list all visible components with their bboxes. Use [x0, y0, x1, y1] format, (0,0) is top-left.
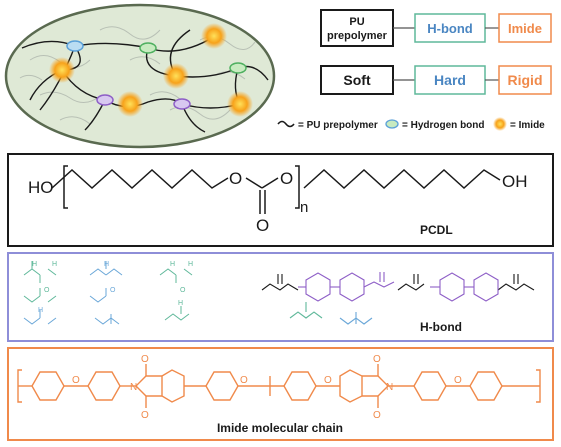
legend-pu-label-2: prepolymer	[327, 30, 388, 42]
svg-text:O: O	[180, 287, 186, 294]
imide-key-icon	[493, 117, 507, 131]
svg-text:N: N	[386, 382, 393, 393]
pcdl-o2-label: O	[280, 169, 293, 188]
legend-rigid-label: Rigid	[508, 72, 543, 88]
pcdl-structure	[51, 165, 501, 214]
symbol-key: = PU prepolymer = Hydrogen bond = Imide	[277, 117, 545, 131]
svg-text:O: O	[141, 410, 149, 421]
legend-pu-label-1: PU	[349, 16, 364, 28]
svg-text:O: O	[240, 375, 248, 386]
imide-title: Imide molecular chain	[217, 421, 343, 435]
svg-text:H: H	[188, 261, 193, 268]
polymer-network-schematic	[4, 3, 276, 149]
key-hbond-label: = Hydrogen bond	[402, 120, 485, 131]
pcdl-oh-label: OH	[502, 172, 528, 191]
hbond-motifs	[23, 261, 193, 325]
hbond-title: H-bond	[420, 320, 462, 334]
pu-prepolymer-icon	[277, 120, 295, 128]
imide-structure	[17, 364, 541, 408]
legend-chain-row1: PU prepolymer H-bond Imide	[320, 9, 552, 47]
svg-text:H: H	[178, 300, 183, 307]
svg-text:O: O	[324, 375, 332, 386]
svg-text:O: O	[72, 375, 80, 386]
svg-text:O: O	[373, 410, 381, 421]
imide-glow-icon	[49, 23, 253, 117]
key-pu-label: = PU prepolymer	[298, 120, 378, 131]
pcdl-o1-label: O	[229, 169, 242, 188]
svg-text:H: H	[104, 261, 109, 268]
legend-hbond-label: H-bond	[427, 21, 473, 36]
svg-text:H: H	[170, 261, 175, 268]
legend-soft-label: Soft	[343, 72, 371, 88]
pcdl-ho-label: HO	[28, 178, 54, 197]
svg-text:O: O	[44, 287, 50, 294]
svg-text:H: H	[52, 261, 57, 268]
svg-text:H: H	[32, 261, 37, 268]
hydrogen-bond-key-icon	[385, 119, 399, 129]
svg-text:O: O	[110, 287, 116, 294]
legend-hard-label: Hard	[434, 72, 466, 88]
svg-text:O: O	[373, 354, 381, 365]
imide-panel: O O O N O O O O N O Imide molecular chai…	[7, 347, 554, 441]
pcdl-name: PCDL	[420, 223, 453, 237]
legend-imide-label: Imide	[508, 21, 542, 36]
legend-chain-row2: Soft Hard Rigid	[320, 65, 552, 95]
key-imide-label: = Imide	[510, 120, 545, 131]
svg-text:O: O	[454, 375, 462, 386]
pcdl-o3-label: O	[256, 216, 269, 235]
hydrogen-bond-icon	[66, 40, 247, 110]
svg-text:H: H	[38, 307, 43, 314]
pcdl-panel: HO O O O n OH PCDL	[7, 153, 554, 247]
svg-text:O: O	[141, 354, 149, 365]
urea-bipyridine-chains	[261, 272, 535, 325]
pcdl-n-label: n	[300, 199, 308, 216]
svg-text:N: N	[130, 382, 137, 393]
